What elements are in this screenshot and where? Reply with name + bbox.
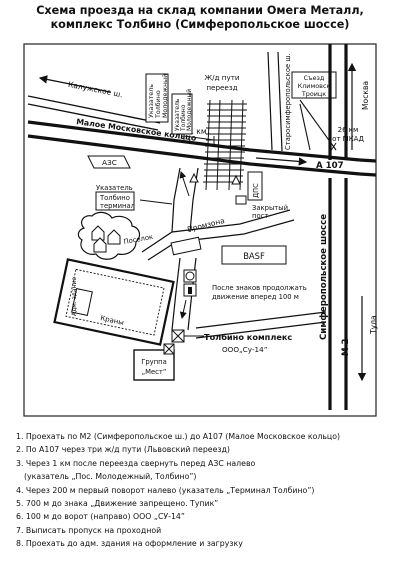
- small-building: [170, 236, 202, 256]
- no-entry-sign: [183, 269, 197, 283]
- instruction-step-2: 2. По А107 через три ж/д пути (Львовский…: [16, 445, 230, 455]
- instruction-step-5: 5. 700 м до знака „Движение запрещено. Т…: [16, 499, 219, 509]
- starosimferopolskoe-road: [267, 51, 283, 152]
- a107-label: А 107: [316, 161, 344, 171]
- moskva-label: Москва: [361, 81, 370, 110]
- svg-text:После знаков продолжать: После знаков продолжать: [212, 284, 307, 292]
- azs-gas-station: АЗС: [87, 155, 131, 169]
- turn-road-west: [171, 167, 181, 233]
- svg-text:BASF: BASF: [243, 251, 265, 261]
- railway-label: Ж/д пути: [204, 73, 240, 82]
- gate-symbol: [171, 329, 185, 343]
- sign-tolbino-molodezhny-2: Указатель Толбино Молодежный: [171, 89, 193, 135]
- svg-text:„Мест”: „Мест”: [142, 368, 167, 376]
- instruction-step-4: 4. Через 200 м первый поворот налево (ук…: [16, 485, 315, 495]
- simferopolskoe-highway: [328, 44, 348, 410]
- tolbino-complex-label: Толбино комплекс: [204, 332, 292, 342]
- km26-label-1: 26 км: [338, 126, 359, 134]
- tula-label: Тула: [369, 315, 378, 335]
- km26-label-2: от МКАД: [332, 135, 364, 143]
- tolbino-access-road-west: [171, 257, 181, 331]
- svg-text:Группа: Группа: [141, 358, 167, 366]
- after-signs-note: После знаков продолжать движение вперед …: [212, 284, 307, 301]
- closed-post: Закрытый пост: [235, 195, 288, 220]
- kaluzhskoe-arrow: [38, 75, 111, 93]
- svg-text:Съезд: Съезд: [304, 74, 325, 82]
- svg-text:Молодежный: Молодежный: [161, 74, 169, 118]
- svg-text:Закрытый: Закрытый: [252, 204, 288, 212]
- traffic-sign-1: [189, 172, 199, 183]
- admin-building-label: Адм. здание: [71, 277, 78, 316]
- instruction-step-7: 7. Выписать пропуск на проходной: [16, 525, 162, 535]
- starosimferopolskoe-label: Старосимферопольское ш.: [284, 53, 292, 150]
- crossing-label: переезд: [206, 83, 237, 92]
- km-marker-line: [183, 135, 215, 141]
- svg-text:АЗС: АЗС: [102, 158, 117, 167]
- svg-text:Указатель: Указатель: [96, 184, 133, 192]
- simferopolskoe-label: Симферопольское шоссе: [319, 214, 329, 340]
- poselok-settlement: [77, 211, 141, 260]
- svg-text:движение вперед 100 м: движение вперед 100 м: [212, 293, 299, 301]
- dps-post: ДПС: [247, 171, 263, 201]
- sign-tolbino-terminal: Указатель Толбино терминал: [95, 184, 135, 211]
- svg-text:Толбино: Толбино: [180, 104, 187, 132]
- svg-text:ДПС: ДПС: [252, 183, 260, 198]
- dead-end-sign: [183, 283, 197, 297]
- route-map: Калужское ш. Малое Московское кольцо А 1…: [23, 43, 378, 417]
- instruction-step-3-note: (указатель „Пос. Молодежный, Толбино”): [24, 472, 197, 482]
- promzona-road: [141, 209, 291, 253]
- railway-lines: [205, 99, 244, 191]
- svg-text:Климовск: Климовск: [298, 82, 331, 90]
- svg-text:Указатель: Указатель: [174, 98, 181, 131]
- a107-road: [27, 120, 377, 177]
- kaluzhskoe-road: [27, 95, 161, 131]
- turn-arrow: [179, 171, 190, 197]
- su14-label: ООО„Су-14”: [222, 345, 268, 354]
- instruction-step-8: 8. Проехать до адм. здания на оформление…: [16, 539, 243, 549]
- instruction-step-3: 3. Через 1 км после переезда свернуть пе…: [16, 458, 256, 468]
- route-instructions: 1. Проехать по М2 (Симферопольское ш.) д…: [16, 430, 386, 551]
- klimovsk-exit-road: [299, 103, 311, 151]
- instruction-step-6: 6. 100 м до ворот (направо) ООО „СУ-14”: [16, 512, 185, 522]
- svg-text:Толбино: Толбино: [99, 194, 130, 202]
- m2-label: М 2: [341, 338, 351, 356]
- map-title-line-2: комплекс Толбино (Симферопольское шоссе): [50, 18, 350, 31]
- svg-text:Троицк: Троицк: [301, 90, 326, 98]
- basf-building: BASF: [221, 245, 287, 265]
- svg-text:Молодежный: Молодежный: [186, 89, 193, 131]
- group-mest-gate: [163, 343, 175, 355]
- a107-direction-arrow: [255, 157, 308, 166]
- tolbino-complex-territory: [53, 258, 175, 346]
- svg-text:Толбино: Толбино: [154, 90, 162, 119]
- instruction-step-1: 1. Проехать по М2 (Симферопольское ш.) д…: [16, 432, 341, 441]
- map-title-line-1: Схема проезда на склад компании Омега Ме…: [36, 4, 364, 17]
- svg-text:Указатель: Указатель: [148, 84, 155, 118]
- svg-text:пост: пост: [252, 212, 268, 220]
- group-mest-building: Группа „Мест”: [133, 349, 175, 381]
- tolbino-connector-road: [195, 311, 327, 329]
- svg-text:терминал: терминал: [100, 202, 135, 210]
- sign-tolbino-molodezhny: Указатель Толбино Молодежный: [145, 73, 169, 123]
- km-marker-label: 1 км: [189, 127, 207, 136]
- traffic-sign-2: [231, 174, 241, 185]
